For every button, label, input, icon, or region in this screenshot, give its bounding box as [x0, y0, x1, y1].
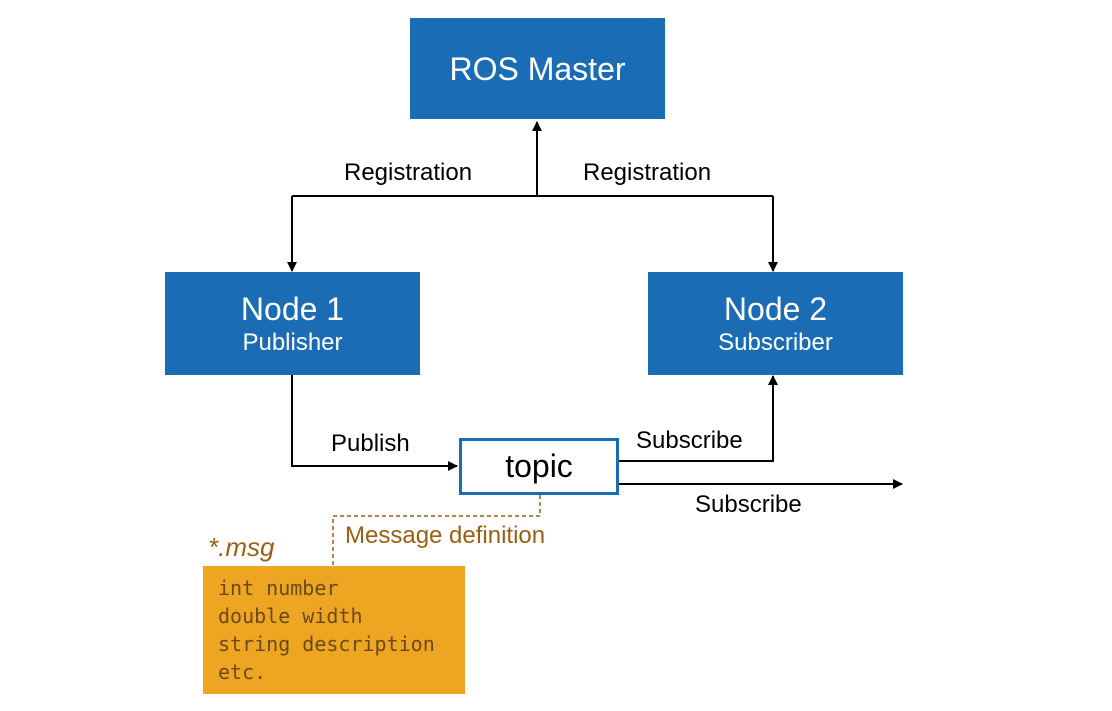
topic-box: topic: [459, 438, 619, 495]
subscribe-node2-arrow: [619, 375, 778, 462]
msg-line: string description: [218, 632, 435, 656]
message-definition-dashed-line: [332, 495, 541, 566]
node2-subtitle: Subscriber: [718, 328, 833, 356]
msg-line: double width: [218, 604, 363, 628]
node2-subscriber: Node 2 Subscriber: [648, 272, 903, 375]
publish-arrow: [291, 375, 458, 471]
subscribe-label-out: Subscribe: [695, 491, 802, 518]
ros-master-title: ROS Master: [449, 50, 626, 87]
msg-definition-box: int number double width string descripti…: [203, 566, 465, 694]
node1-title: Node 1: [240, 290, 345, 327]
publish-label: Publish: [331, 430, 410, 457]
registration-label-right: Registration: [583, 159, 712, 186]
registration-label-left: Registration: [344, 159, 473, 186]
subscribe-label-node2: Subscribe: [636, 427, 743, 454]
msg-file-label: *.msg: [208, 532, 275, 562]
ros-master-node: ROS Master: [410, 18, 665, 119]
message-definition-label: Message definition: [345, 522, 546, 549]
node1-publisher: Node 1 Publisher: [165, 272, 420, 375]
node1-subtitle: Publisher: [242, 328, 343, 356]
msg-line: etc.: [218, 660, 267, 684]
node2-title: Node 2: [723, 290, 828, 327]
msg-line: int number: [218, 576, 339, 600]
